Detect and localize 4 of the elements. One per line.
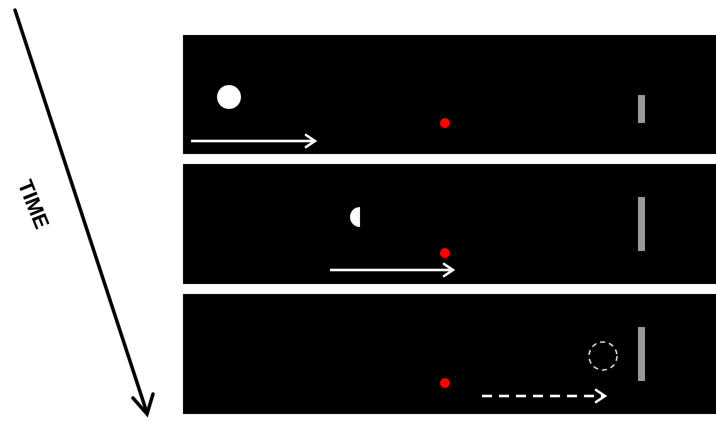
scene-panel — [183, 164, 716, 284]
scene-panel — [183, 294, 716, 414]
scene-panel — [183, 35, 716, 154]
axis-label: TIME — [14, 177, 52, 232]
